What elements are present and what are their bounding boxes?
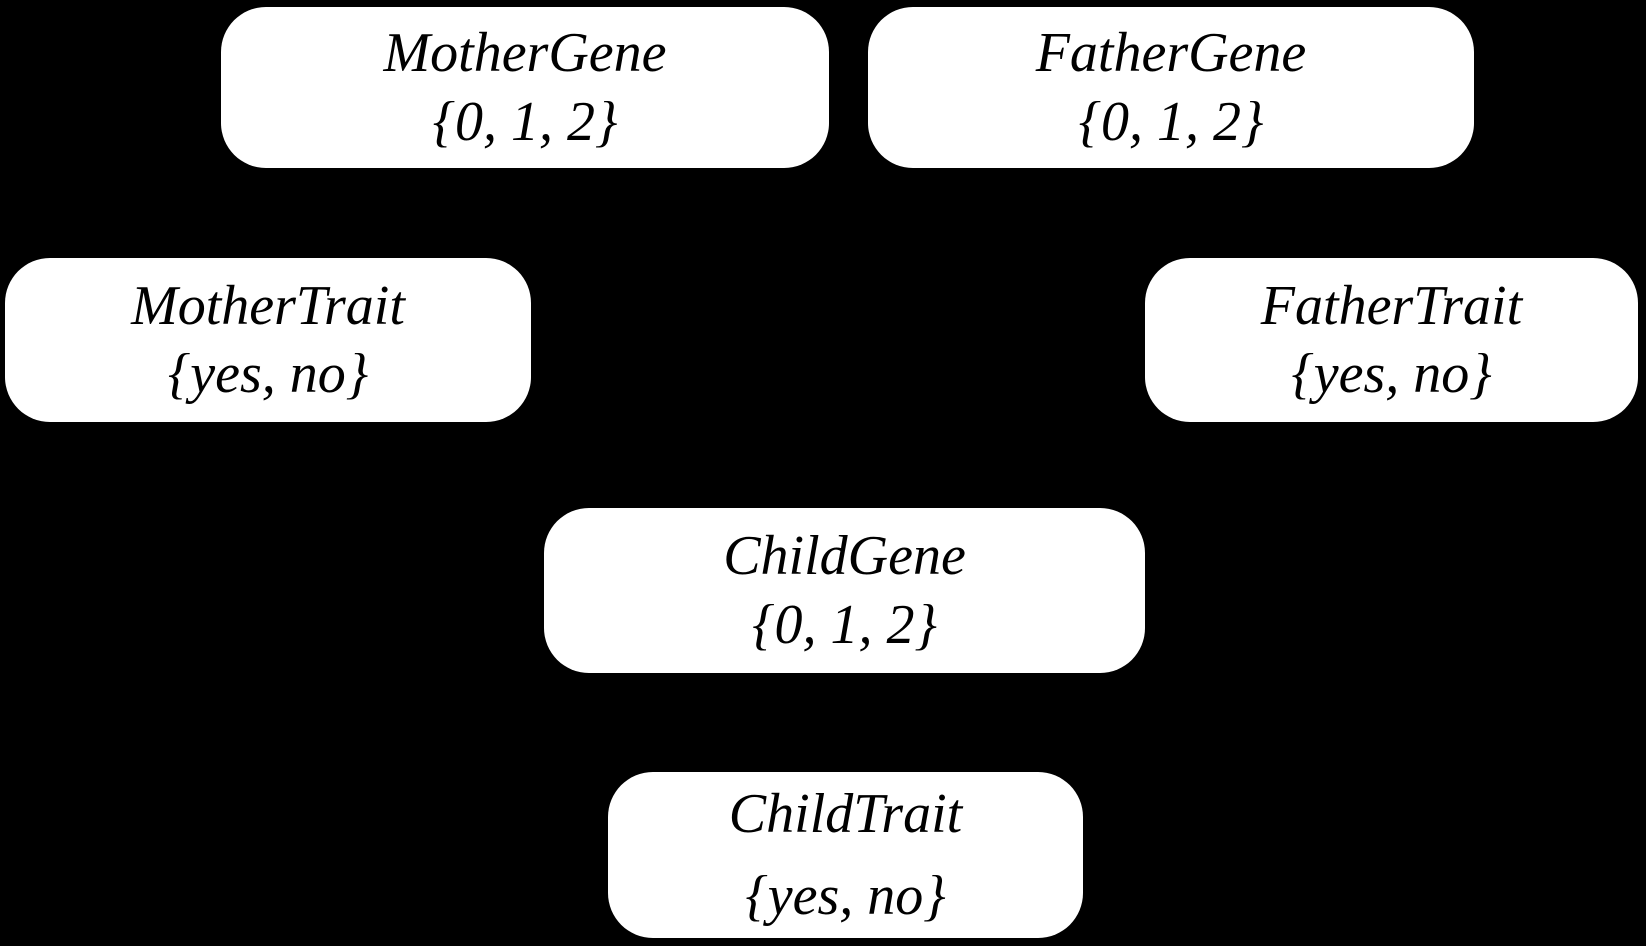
node-father-trait[interactable]: FatherTrait {yes, no} [1145, 258, 1638, 422]
node-values: {0, 1, 2} [432, 90, 618, 153]
node-title: ChildTrait [728, 782, 963, 845]
node-values: {0, 1, 2} [752, 593, 937, 656]
node-values: {yes, no} [167, 343, 369, 405]
node-title: FatherTrait [1260, 274, 1523, 337]
node-title: ChildGene [723, 525, 966, 588]
node-title: MotherGene [383, 22, 667, 85]
node-title: FatherGene [1035, 22, 1307, 85]
node-child-gene[interactable]: ChildGene {0, 1, 2} [544, 508, 1145, 673]
node-mother-gene[interactable]: MotherGene {0, 1, 2} [221, 7, 829, 168]
node-mother-trait[interactable]: MotherTrait {yes, no} [5, 258, 531, 422]
node-father-gene[interactable]: FatherGene {0, 1, 2} [868, 7, 1474, 168]
node-values: {yes, no} [745, 865, 946, 927]
node-values: {yes, no} [1291, 343, 1492, 405]
node-title: MotherTrait [131, 274, 405, 337]
node-values: {0, 1, 2} [1078, 90, 1264, 153]
node-child-trait[interactable]: ChildTrait {yes, no} [608, 772, 1083, 938]
